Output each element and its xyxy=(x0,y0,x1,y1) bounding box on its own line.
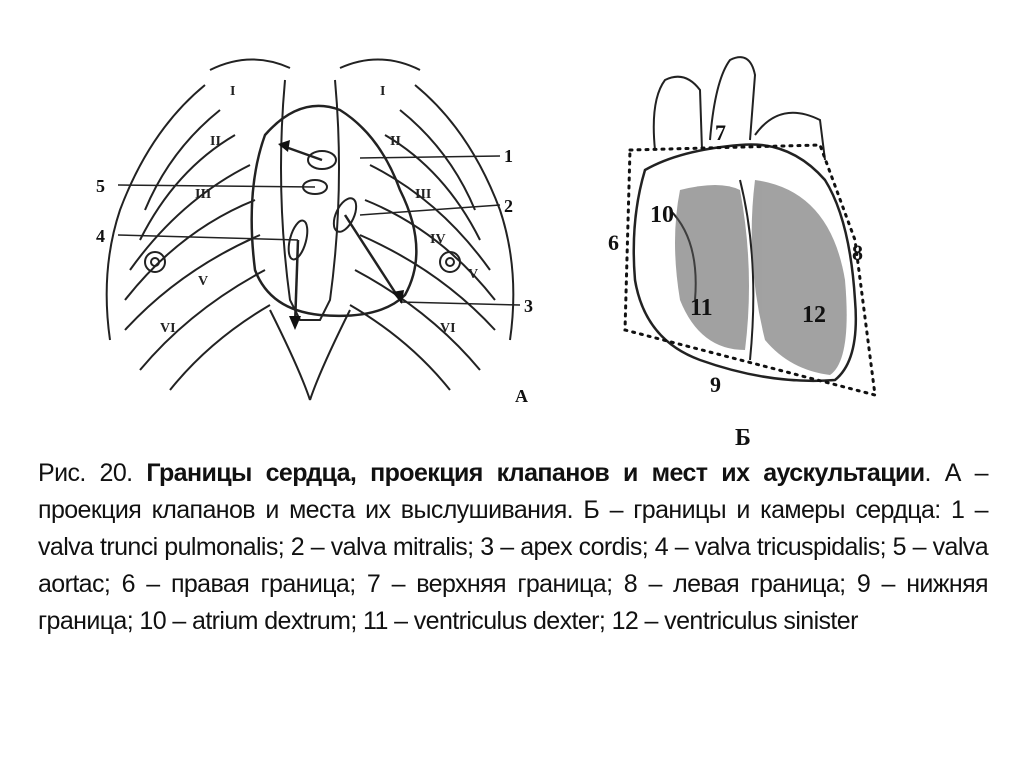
rib-label-1-right: I xyxy=(380,84,385,99)
caption-title: Границы сердца, проекция клапанов и мест… xyxy=(146,459,925,487)
callout-7: 7 xyxy=(715,120,726,145)
rib-label-6-right: VI xyxy=(440,321,456,336)
callout-5: 5 xyxy=(96,176,105,196)
caption-body: . А – проекция клапанов и места их выслу… xyxy=(38,459,989,635)
figure-b-heart-borders: 6 7 8 9 10 11 12 Б xyxy=(608,56,877,451)
rib-label-3: III xyxy=(195,187,211,202)
rib-label-4: IV xyxy=(430,232,446,247)
figure-caption: Рис. 20. Границы сердца, проекция клапан… xyxy=(38,455,989,640)
rib-label-1: I xyxy=(230,84,235,99)
callout-9: 9 xyxy=(710,372,721,397)
callout-2: 2 xyxy=(504,196,513,216)
callout-10: 10 xyxy=(650,202,674,228)
panel-label-b: Б xyxy=(735,425,751,451)
callout-3: 3 xyxy=(524,296,533,316)
callout-6: 6 xyxy=(608,230,619,255)
figure-a-chest-projection: I I II II III III IV V V VI VI 1 2 3 4 5… xyxy=(96,58,533,406)
rib-label-6: VI xyxy=(160,321,176,336)
panel-label-a: А xyxy=(515,386,528,406)
rib-label-5: V xyxy=(198,274,208,289)
callout-8: 8 xyxy=(852,240,863,265)
rib-label-5-right: V xyxy=(468,267,478,282)
callout-11: 11 xyxy=(690,295,713,321)
caption-prefix: Рис. 20. xyxy=(38,459,147,487)
rib-label-3-right: III xyxy=(415,187,431,202)
callout-4: 4 xyxy=(96,226,105,246)
rib-label-2: II xyxy=(210,134,221,149)
callout-1: 1 xyxy=(504,146,513,166)
rib-label-2-right: II xyxy=(390,134,401,149)
callout-12: 12 xyxy=(802,302,826,328)
